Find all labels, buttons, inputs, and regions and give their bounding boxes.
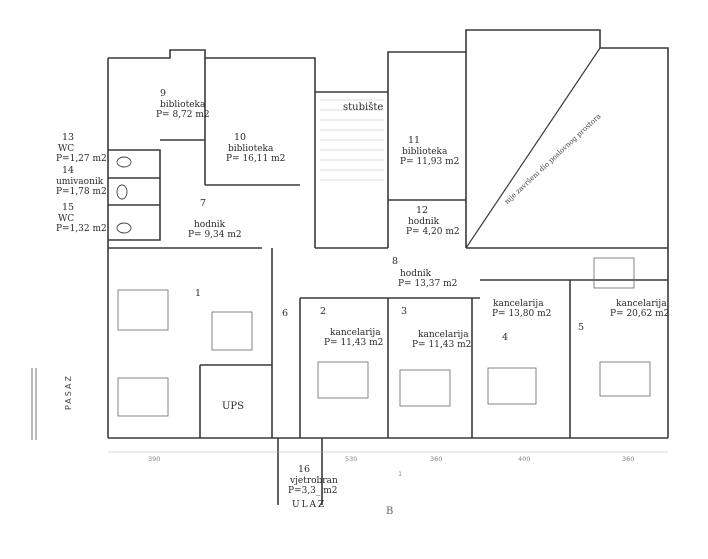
room-8-name: hodnik — [400, 269, 432, 279]
room-10-number: 10 — [234, 132, 247, 143]
desk — [117, 289, 169, 331]
dimension-label: 1 — [398, 470, 403, 478]
outer-wall-top-left — [108, 49, 316, 92]
entrance-label: ULAZ — [292, 500, 327, 510]
room-15-area: P=1,32 m2 — [56, 224, 107, 234]
section-b-label: B — [386, 506, 394, 517]
room-11-area: P= 11,93 m2 — [400, 157, 460, 167]
room-11-name: biblioteka — [402, 147, 448, 157]
desk — [599, 361, 651, 397]
room-2-name: kancelarija — [330, 328, 381, 338]
room-7-area: P= 9,34 m2 — [188, 230, 242, 240]
ups-label: UPS — [222, 401, 245, 412]
room-8-area: P= 13,37 m2 — [398, 279, 458, 289]
dimension-label: 360 — [430, 455, 443, 463]
desk — [317, 361, 369, 399]
room-13-name: WC — [58, 144, 75, 154]
unfinished-area-diagonal — [465, 47, 601, 249]
room-9-number: 9 — [160, 88, 167, 99]
dimension-label: 360 — [622, 455, 635, 463]
room-7-number: 7 — [200, 198, 207, 209]
room-5-area: P= 20,62 m2 — [610, 309, 670, 319]
room-10-area: P= 16,11 m2 — [226, 154, 286, 164]
room-13-number: 13 — [62, 132, 75, 143]
room-8-number: 8 — [392, 256, 399, 267]
stairs-hatch — [320, 99, 384, 181]
stairs-label: stubište — [343, 102, 384, 113]
room-12-name: hodnik — [408, 217, 440, 227]
dimension-label: 530 — [345, 455, 358, 463]
room-12-number: 12 — [416, 205, 429, 216]
room-4-number: 4 — [502, 332, 509, 343]
room-16-name: vjetrobran — [290, 476, 338, 486]
toilet-icon — [116, 222, 132, 234]
room-14-name: umivaonik — [56, 177, 104, 187]
room-1-number: 1 — [195, 288, 202, 299]
room-14-area: P=1,78 m2 — [56, 187, 107, 197]
desk — [399, 369, 451, 407]
outer-wall-top-right — [387, 29, 669, 438]
sink-icon — [116, 184, 128, 200]
room-5-name: kancelarija — [616, 299, 667, 309]
desk — [211, 311, 253, 351]
toilet-icon — [116, 156, 132, 168]
room-10-name: biblioteka — [228, 144, 274, 154]
room-3-area: P= 11,43 m2 — [412, 340, 472, 350]
pasaz-line — [31, 368, 37, 440]
room-13-area: P=1,27 m2 — [56, 154, 107, 164]
room-3-number: 3 — [401, 306, 408, 317]
room-15-number: 15 — [62, 202, 75, 213]
room-16-area: P=3,3_ m2 — [288, 486, 338, 496]
dimension-label: 400 — [518, 455, 531, 463]
room-9-area: P= 8,72 m2 — [156, 110, 210, 120]
room-5-number: 5 — [578, 322, 585, 333]
desk — [117, 377, 169, 417]
room-7-name: hodnik — [194, 220, 226, 230]
room-2-area: P= 11,43 m2 — [324, 338, 384, 348]
room-2-number: 2 — [320, 306, 327, 317]
pasaz-label: PASAZ — [64, 374, 73, 410]
dimension-label: 390 — [148, 455, 161, 463]
room-12-area: P= 4,20 m2 — [406, 227, 460, 237]
room-15-name: WC — [58, 214, 75, 224]
room-4-name: kancelarija — [493, 299, 544, 309]
room-6-number: 6 — [282, 308, 289, 319]
room-4-area: P= 13,80 m2 — [492, 309, 552, 319]
room-16-number: 16 — [298, 464, 311, 475]
room-9-name: biblioteka — [160, 100, 206, 110]
room-11-number: 11 — [408, 135, 421, 146]
wall-wc-block — [108, 149, 161, 241]
desk — [593, 257, 635, 289]
desk — [487, 367, 537, 405]
room-3-name: kancelarija — [418, 330, 469, 340]
room-14-number: 14 — [62, 165, 75, 176]
entrance-vestibule — [277, 438, 323, 505]
